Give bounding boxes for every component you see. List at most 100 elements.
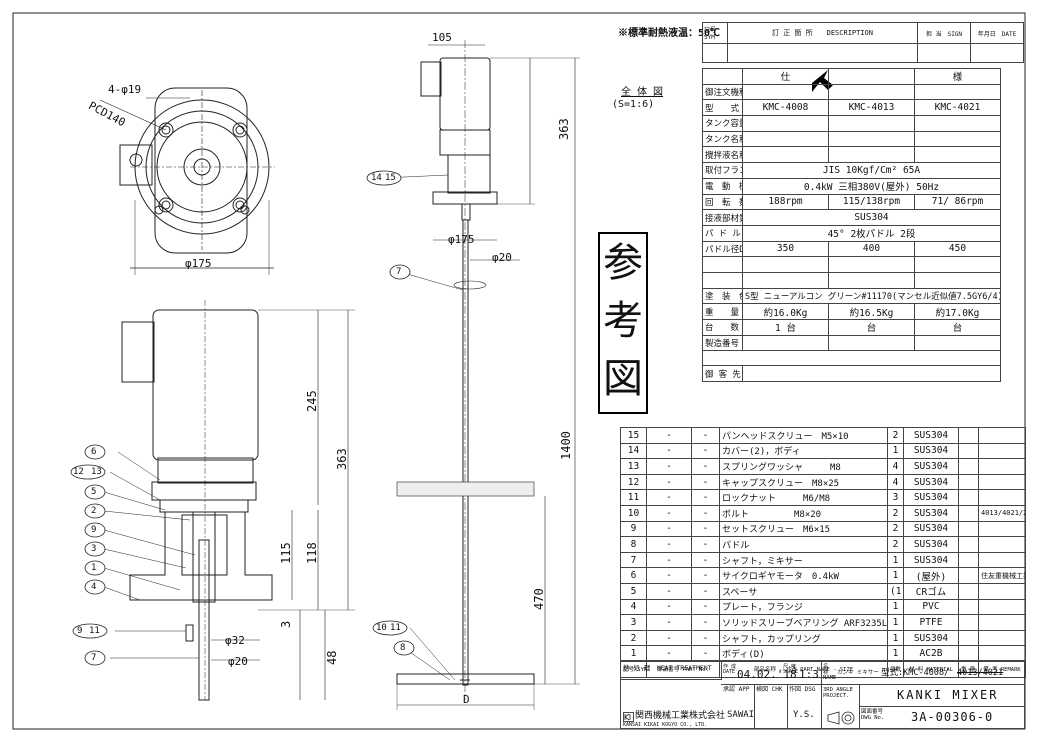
spec-label: 重 量 [702,303,743,320]
balloon-8: 8 [400,643,406,653]
balloon-11: 11 [89,626,100,636]
parts-cell-name: シャフト，カップリング [719,629,888,647]
rev-date: 年月日 DATE [970,22,1024,44]
parts-cell-mass [958,614,979,631]
parts-cell-mass [958,473,979,491]
parts-cell-no: 15 [620,427,647,444]
parts-cell-mass [958,489,979,506]
parts-cell-mat: SUS304 [903,504,959,522]
parts-cell-mass [958,629,979,647]
spec-header-left: 仕 [742,68,829,85]
spec-label: 型 式 [702,99,743,117]
parts-cell-no: 6 [620,567,647,584]
spec-label: 攪拌液名称 [702,146,743,164]
stamp-char: 参 [603,240,643,286]
parts-cell-b: - [691,614,720,631]
balloon-12: 12 [73,467,84,477]
balloon-3: 3 [91,544,97,554]
parts-cell-no: 14 [620,442,647,460]
spec-label: パ ド ル [702,224,743,242]
spec-cell: KMC-4013 [828,99,915,117]
overall-view [382,40,580,710]
tb-heat-treatment: 熱 処 理 HEAT TREATMENT [623,664,712,672]
parts-cell-no: 9 [620,520,647,538]
parts-cell-name: ロックナット M6/M8 [719,489,888,506]
side-view-terminal-box [121,321,155,383]
dim-48: 48 [325,650,339,665]
parts-cell-rem [978,629,1026,647]
parts-cell-a: - [646,458,692,475]
parts-cell-a: - [646,551,692,569]
parts-cell-a: - [646,489,692,506]
parts-cell-mass [958,567,979,584]
parts-cell-a: - [646,598,692,616]
tb-date-value: 04.02.'18 [737,668,797,681]
tb-checked-label: 検図 CHK [756,686,783,693]
spec-cell: 台 [914,319,1001,336]
parts-cell-b: - [691,442,720,460]
parts-cell-rem [978,520,1026,538]
parts-cell-name: パドル [719,536,888,553]
sheet-border [12,12,1026,730]
overview-title: 全 体 図 [621,87,664,98]
parts-cell-b: - [691,489,720,506]
spec-label: 塗 装 色 [702,287,743,305]
top-view-terminal-box [119,144,153,186]
parts-cell-name: ボルト M8×20 [719,504,888,522]
parts-cell-b: - [691,567,720,584]
balloon-7-overall: 7 [396,267,402,277]
parts-cell-b: - [691,473,720,491]
tb-company-jp: 関西機械工業株式会社 [635,711,726,721]
balloon-15: 15 [385,173,396,183]
parts-cell-mat: SUS304 [903,629,959,647]
parts-cell-mat: SUS304 [903,536,959,553]
tb-approver: SAWAI [727,710,755,720]
spec-cell: 約16.5Kg [828,303,915,320]
parts-cell-mass [958,598,979,616]
parts-cell-a: - [646,614,692,631]
parts-cell-rem [978,442,1026,460]
rev-sign: 担 当 SIGN [917,22,971,44]
parts-cell-no: 3 [620,614,647,631]
parts-cell-qty: 4 [887,458,904,475]
parts-cell-rem [978,614,1026,631]
tb-product-name: KANKI MIXER [897,688,999,702]
parts-cell-name: セットスクリュー M6×15 [719,520,888,538]
balloon-9b: 9 [77,626,83,636]
tb-dwg-label: 図面番号 DWG No. [861,709,885,721]
parts-cell-a: - [646,442,692,460]
tb-date-label: 作 成 DATE [723,664,737,675]
balloon-2: 2 [91,506,97,516]
parts-cell-qty: 1 [887,629,904,647]
tb-drafter: Y.S. [793,710,815,720]
parts-cell-name: プレート，フランジ [719,598,888,616]
side-view-body [129,511,273,601]
dim-top-phi175: φ175 [185,257,212,270]
balloon-14: 14 [371,173,382,183]
tb-projection: 3RD ANGLE PROJECT. [823,687,853,700]
parts-cell-mat: SUS304 [903,551,959,569]
parts-cell-mat: PTFE [903,614,959,631]
spec-label: 接液部材質 [702,209,743,226]
spec-cell: 350 [742,240,829,258]
tb-model-struck: 4013/4021 [957,668,1004,678]
parts-cell-qty: 2 [887,520,904,538]
parts-cell-b: - [691,427,720,444]
parts-cell-qty: 2 [887,504,904,522]
parts-cell-mass [958,582,979,600]
balloon-7: 7 [91,653,97,663]
parts-cell-b: - [691,598,720,616]
title-block: 熱 処 理 HEAT TREATMENT 作 成 DATE 04.02.'18 … [620,660,1025,729]
parts-cell-no: 12 [620,473,647,491]
spec-cell: S型 ニューアルコン グリーン#11170(マンセル近似値7.5GY6/4) [742,287,1001,305]
spec-cell: 約16.0Kg [742,303,829,320]
parts-cell-mat: PVC [903,598,959,616]
parts-cell-name: シャフト，ミキサー [719,551,888,569]
parts-cell-b: - [691,520,720,538]
balloon-5: 5 [91,487,97,497]
parts-cell-no: 13 [620,458,647,475]
